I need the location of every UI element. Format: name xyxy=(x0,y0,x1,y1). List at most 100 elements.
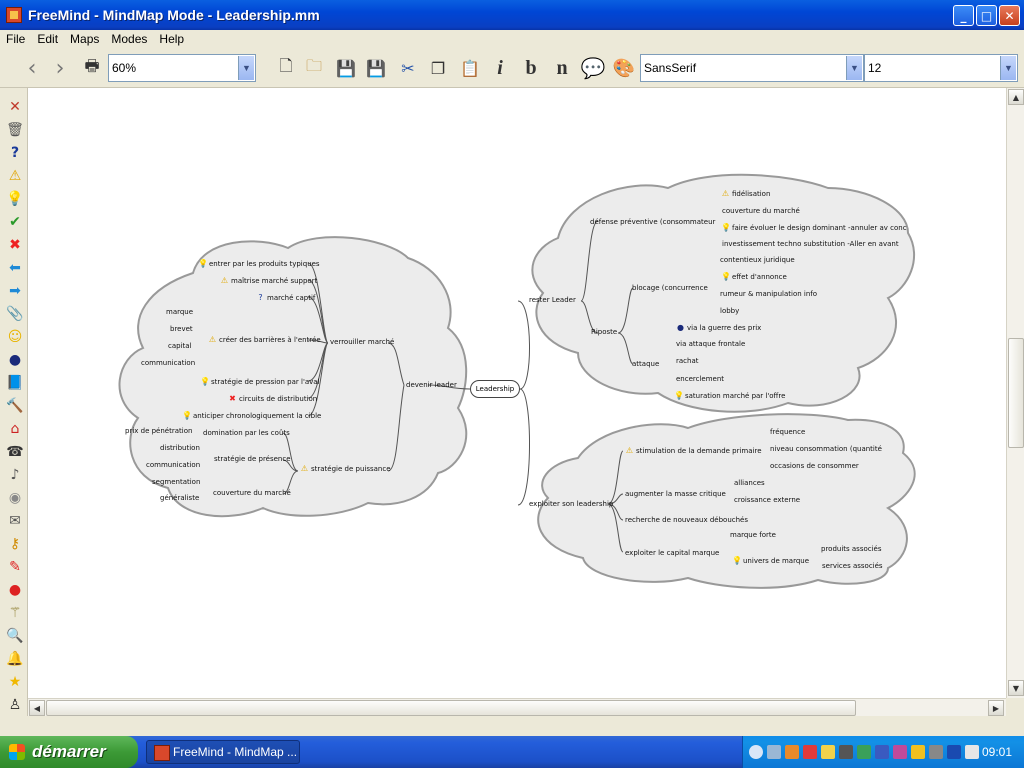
mindmap-node[interactable]: alliances xyxy=(734,479,765,487)
tray-display-icon[interactable] xyxy=(965,745,979,759)
tray-monitor-icon[interactable] xyxy=(911,745,925,759)
chevron-down-icon[interactable]: ▼ xyxy=(846,56,862,80)
mindmap-node[interactable]: occasions de consommer xyxy=(770,462,859,470)
root-node[interactable]: Leadership xyxy=(470,380,520,398)
mindmap-node[interactable]: Riposte xyxy=(591,328,618,336)
mindmap-node[interactable]: 💡entrer par les produits typiques xyxy=(198,259,320,268)
save-icon[interactable]: 💾 xyxy=(336,58,356,78)
tray-expand-icon[interactable] xyxy=(749,745,763,759)
menu-modes[interactable]: Modes xyxy=(111,32,148,46)
menu-edit[interactable]: Edit xyxy=(37,32,59,46)
print-icon[interactable]: 🖶 xyxy=(84,55,100,75)
mindmap-node[interactable]: devenir leader xyxy=(406,381,457,389)
linux-icon[interactable]: ♙ xyxy=(8,697,22,713)
maximize-button[interactable]: □ xyxy=(976,5,997,26)
tray-app-icon[interactable] xyxy=(785,745,799,759)
horizontal-scroll-thumb[interactable] xyxy=(46,700,856,716)
mindmap-node[interactable]: augmenter la masse critique xyxy=(625,490,726,498)
mindmap-node[interactable]: 💡faire évoluer le design dominant -annul… xyxy=(721,223,907,232)
start-button[interactable]: démarrer xyxy=(0,736,138,768)
mindmap-node[interactable]: marque forte xyxy=(730,531,776,539)
mindmap-node[interactable]: brevet xyxy=(170,325,193,333)
phone-icon[interactable]: ☎ xyxy=(6,444,24,460)
mindmap-node[interactable]: prix de pénétration xyxy=(125,427,193,435)
font-size-select[interactable]: 12 ▼ xyxy=(864,54,1018,82)
mindmap-node[interactable]: rumeur & manipulation info xyxy=(720,290,818,298)
mindmap-node[interactable]: stratégie de présence xyxy=(214,455,291,463)
tray-v-icon[interactable] xyxy=(947,745,961,759)
home-icon[interactable]: ⌂ xyxy=(10,421,20,437)
bell-icon[interactable]: 🔔 xyxy=(6,651,24,667)
forward-arrow-icon[interactable]: › xyxy=(55,55,65,81)
mindmap-node[interactable]: ⚠fidélisation xyxy=(721,189,771,198)
mindmap-node[interactable]: rachat xyxy=(676,357,699,365)
tray-network-icon[interactable] xyxy=(767,745,781,759)
scroll-left-arrow-icon[interactable]: ◀ xyxy=(29,700,45,716)
vertical-scroll-thumb[interactable] xyxy=(1008,338,1024,448)
close-button[interactable]: ✕ xyxy=(999,5,1020,26)
mindmap-node[interactable]: communication xyxy=(141,359,196,367)
mindmap-node[interactable]: ✖circuits de distribution xyxy=(229,394,318,403)
save-as-icon[interactable]: 💾 xyxy=(366,58,386,78)
mindmap-node[interactable]: 💡saturation marché par l'offre xyxy=(674,391,786,400)
check-icon[interactable]: ✔ xyxy=(9,214,21,230)
mindmap-node[interactable]: 💡effet d'annonce xyxy=(721,272,787,281)
mindmap-node[interactable]: distribution xyxy=(160,444,200,452)
mindmap-node[interactable]: ⚠créer des barrières à l'entrée xyxy=(208,335,321,344)
mindmap-node[interactable]: généraliste xyxy=(160,494,200,502)
back-icon[interactable]: ⬅ xyxy=(9,260,21,276)
mindmap-node[interactable]: 💡stratégie de pression par l'aval xyxy=(200,377,320,386)
mindmap-node[interactable]: blocage (concurrence xyxy=(632,284,708,292)
mindmap-node[interactable]: ⚠stimulation de la demande primaire xyxy=(625,446,762,455)
tray-security-icon[interactable] xyxy=(803,745,817,759)
mindmap-node[interactable]: ?marché captif xyxy=(256,293,315,303)
remove-icon[interactable]: ✕ xyxy=(9,99,21,115)
mindmap-node[interactable]: ⚠maîtrise marché support xyxy=(220,276,318,285)
tray-tool-icon[interactable] xyxy=(893,745,907,759)
mindmap-node[interactable]: services associés xyxy=(822,562,883,570)
scroll-right-arrow-icon[interactable]: ▶ xyxy=(988,700,1004,716)
mindmap-node[interactable]: segmentation xyxy=(152,478,201,486)
key-icon[interactable]: ⚷ xyxy=(9,536,21,552)
mindmap-node[interactable]: via attaque frontale xyxy=(676,340,746,348)
mindmap-node[interactable]: ●via la guerre des prix xyxy=(677,323,762,332)
back-arrow-icon[interactable]: ‹ xyxy=(27,55,37,81)
mindmap-node[interactable]: contentieux juridique xyxy=(720,256,795,264)
attach-icon[interactable]: 📎 xyxy=(6,306,24,322)
mindmap-node[interactable]: encerclement xyxy=(676,375,725,383)
font-select[interactable]: SansSerif ▼ xyxy=(640,54,864,82)
hammer-icon[interactable]: 🔨 xyxy=(6,398,24,414)
scroll-up-arrow-icon[interactable]: ▲ xyxy=(1008,89,1024,105)
title-bar[interactable]: FreeMind - MindMap Mode - Leadership.mm … xyxy=(0,0,1024,30)
ball-icon[interactable]: ● xyxy=(8,352,22,368)
mindmap-node[interactable]: 💡anticiper chronologiquement la cible xyxy=(182,411,322,420)
mindmap-node[interactable]: verrouiller marché xyxy=(330,338,395,346)
mindmap-node[interactable]: produits associés xyxy=(821,545,882,553)
mindmap-node[interactable]: attaque xyxy=(632,360,660,368)
mindmap-node[interactable]: recherche de nouveaux débouchés xyxy=(625,516,748,524)
smiley-icon[interactable]: ☺ xyxy=(7,329,23,345)
zoom-select[interactable]: 60% ▼ xyxy=(108,54,256,82)
copy-icon[interactable]: ❐ xyxy=(430,58,446,78)
menu-maps[interactable]: Maps xyxy=(70,32,100,46)
tray-bluetooth-icon[interactable] xyxy=(875,745,889,759)
idea-icon[interactable]: 💡 xyxy=(6,191,24,207)
menu-help[interactable]: Help xyxy=(159,32,185,46)
mindmap-node[interactable]: croissance externe xyxy=(734,496,801,504)
wand-icon[interactable]: ⚚ xyxy=(8,605,22,621)
mindmap-node[interactable]: 💡univers de marque xyxy=(732,556,810,565)
horizontal-scrollbar[interactable]: ◀ ▶ xyxy=(28,698,1006,716)
menu-file[interactable]: File xyxy=(6,32,26,46)
mindmap-node[interactable]: investissement techno substitution -Alle… xyxy=(722,240,899,248)
mindmap-node[interactable]: rester Leader xyxy=(529,296,576,304)
mindmap-node[interactable]: communication xyxy=(146,461,201,469)
mindmap-node[interactable]: fréquence xyxy=(770,428,806,436)
magnifier-icon[interactable]: 🔍 xyxy=(6,628,24,644)
forward-icon[interactable]: ➡ xyxy=(9,283,21,299)
pencil-icon[interactable]: ✎ xyxy=(9,559,21,575)
bold-button[interactable]: b xyxy=(525,56,537,79)
mindmap-node[interactable]: ⚠stratégie de puissance xyxy=(300,464,391,473)
new-map-icon[interactable]: 🗋 xyxy=(279,55,293,75)
speech-bubble-icon[interactable]: 💬 xyxy=(580,56,606,80)
mindmap-node[interactable]: exploiter son leadership xyxy=(529,500,614,508)
